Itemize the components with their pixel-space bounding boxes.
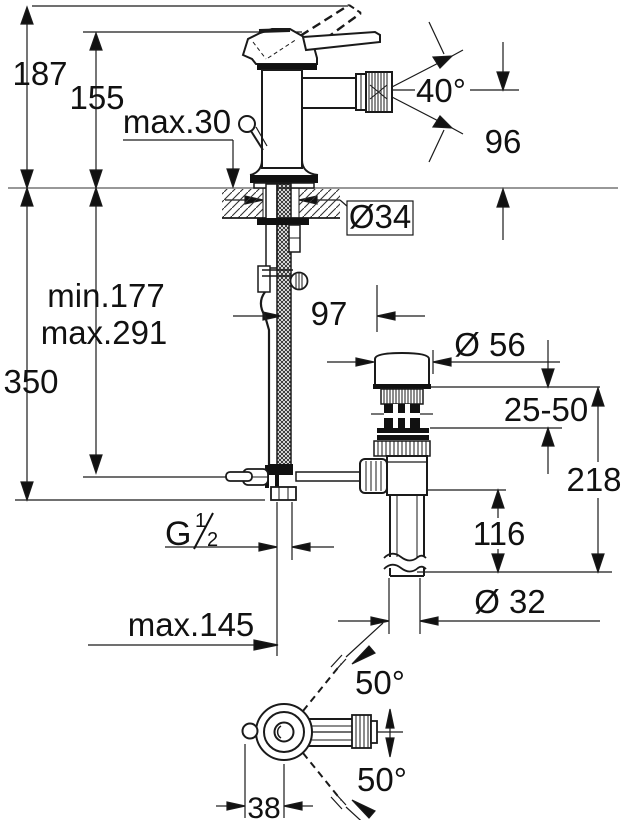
dimension-labels: 187 155 max.30 40° 96 Ø34 min.177 max.29…	[3, 55, 621, 820]
drain-plug-cap	[374, 351, 430, 387]
label-thread-size: G 1 2	[165, 510, 218, 553]
label-tailpipe-height: 116	[473, 515, 526, 552]
label-deck-thickness: max.30	[123, 103, 231, 140]
label-total-height: 187	[12, 55, 67, 92]
dimension-lines	[8, 5, 618, 820]
label-rod-offset: 38	[247, 792, 280, 820]
supply-hose-assembly	[225, 183, 362, 501]
svg-text:2: 2	[207, 529, 218, 551]
label-hose-min: min.177	[47, 277, 164, 314]
label-rod-reach: max.145	[128, 606, 255, 643]
faucet-front-view	[238, 3, 393, 189]
base-ring	[250, 175, 318, 183]
svg-text:G: G	[165, 515, 191, 553]
pipe-break-wave	[383, 552, 427, 562]
label-swivel-lower: 50°	[357, 761, 407, 798]
label-spout-height: 155	[69, 79, 124, 116]
spout	[301, 77, 357, 109]
pull-rod	[259, 291, 271, 465]
label-drain-height: 218	[566, 461, 621, 498]
label-hose-length: 350	[3, 363, 58, 400]
label-aerator-angle: 40°	[416, 72, 466, 109]
mounting-flange	[257, 218, 309, 225]
label-spout-to-deck: 96	[485, 123, 522, 160]
label-swivel-upper: 50°	[355, 664, 405, 701]
label-hose-max: max.291	[41, 314, 168, 351]
faucet-body	[261, 69, 303, 169]
label-flange-diameter: Ø 56	[454, 326, 526, 363]
lever-raised-dashed	[288, 3, 350, 45]
popup-drain	[359, 351, 433, 577]
g-half-nut	[270, 486, 297, 501]
label-basin-range: 25-50	[504, 391, 588, 428]
horizontal-rod	[295, 471, 362, 482]
label-pipe-diameter: Ø 32	[474, 583, 546, 620]
popup-rod-knob	[238, 115, 256, 133]
label-drain-offset: 97	[311, 295, 348, 332]
label-hole-diameter: Ø34	[349, 198, 411, 235]
countertop-section	[222, 188, 340, 219]
svg-text:1: 1	[195, 510, 206, 532]
rod-spigot-nut	[359, 458, 388, 494]
popup-knob-top	[241, 722, 259, 740]
rod-tube	[265, 183, 278, 269]
lever-handle	[301, 30, 381, 52]
faucet-top-view	[241, 703, 378, 761]
